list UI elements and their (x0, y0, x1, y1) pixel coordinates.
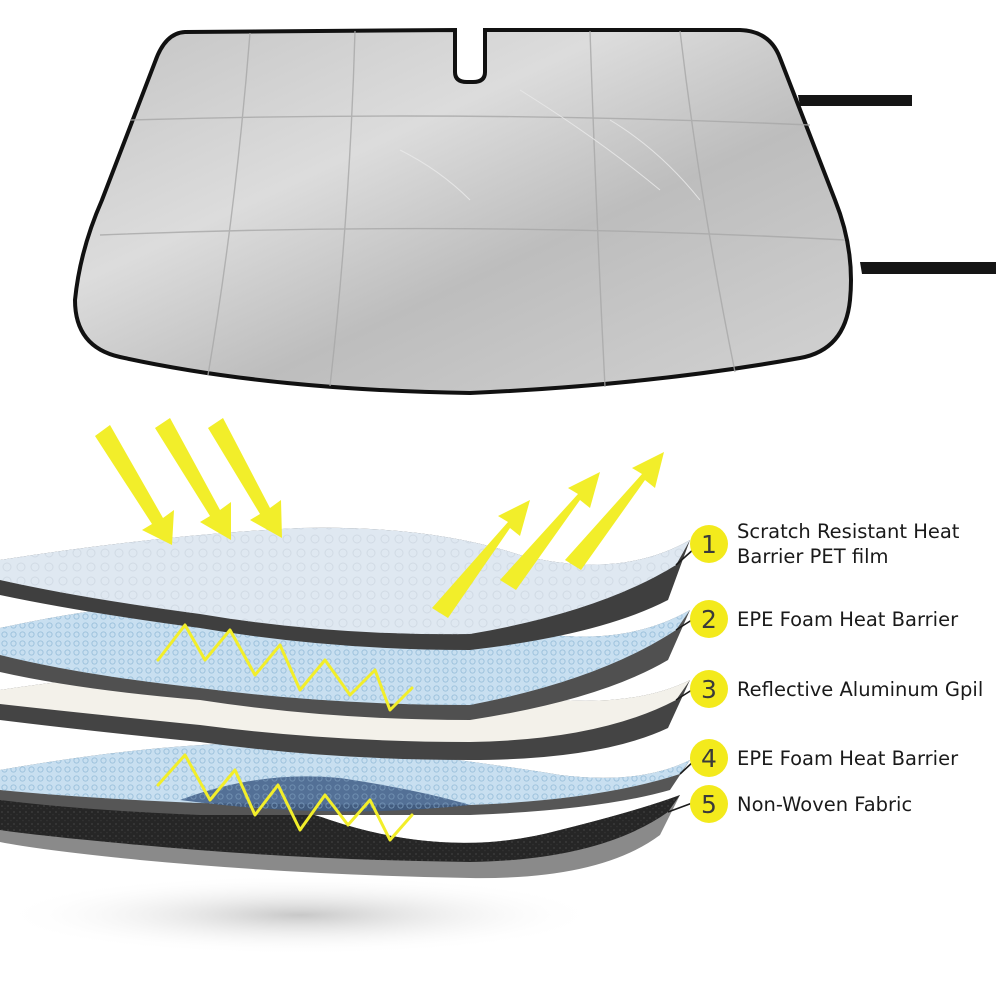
layer-label-text: EPE Foam Heat Barrier (737, 746, 959, 770)
layer-1-pet-film (0, 527, 690, 650)
velcro-strap-lower (860, 262, 996, 274)
incoming-heat-arrows (95, 418, 282, 545)
arrow-up-1 (432, 500, 530, 618)
layer-label-3: 3 Reflective Aluminum Gpil (690, 668, 983, 710)
layer-4-foam (0, 742, 690, 815)
layer-number-badge: 4 (690, 739, 728, 777)
layer-label-text: Reflective Aluminum Gpil (737, 677, 984, 701)
layer-number-badge: 5 (690, 785, 728, 823)
layer-label-1: 1 Scratch Resistant Heat Barrier PET fil… (690, 520, 987, 568)
sun-shade-panel (72, 27, 853, 396)
layer-number-badge: 1 (690, 525, 728, 563)
arrow-down-2 (155, 418, 231, 540)
layer-number-badge: 3 (690, 670, 728, 708)
layer-number-badge: 2 (690, 600, 728, 638)
layer-label-text: Scratch Resistant Heat Barrier PET film (737, 520, 960, 568)
floor-shadow (0, 875, 600, 955)
arrow-down-3 (208, 418, 282, 538)
arrow-up-3 (565, 452, 664, 570)
velcro-strap-upper (798, 95, 912, 106)
reflected-heat-arrows (432, 452, 664, 618)
layer-label-text: Non-Woven Fabric (737, 792, 913, 816)
layer-label-5: 5 Non-Woven Fabric (690, 783, 912, 825)
internal-reflection-arrows (156, 623, 414, 842)
arrow-down-1 (95, 425, 174, 545)
layer-label-text: EPE Foam Heat Barrier (737, 607, 959, 631)
arrow-up-2 (500, 472, 600, 590)
layer-label-2: 2 EPE Foam Heat Barrier (690, 598, 958, 640)
layer-label-4: 4 EPE Foam Heat Barrier (690, 737, 958, 779)
